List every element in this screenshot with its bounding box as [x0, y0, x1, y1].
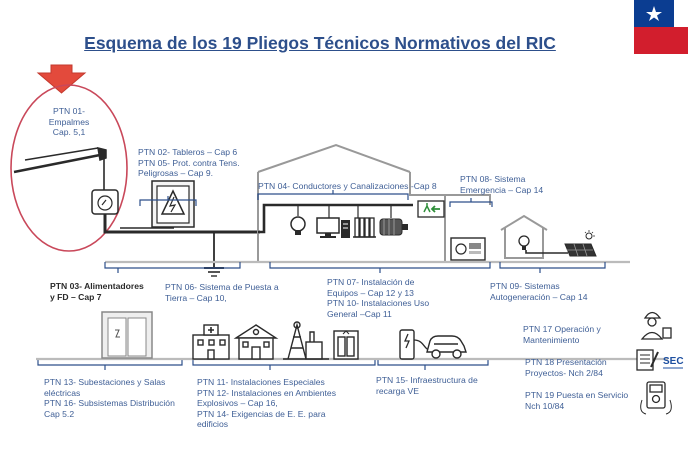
mine-icon — [283, 321, 329, 360]
technician-icon — [640, 311, 672, 340]
ptn04-line: PTN 04- Conductores y Canalizaciones -Ca… — [258, 181, 437, 191]
ptn16-line: Cap 5.2 — [44, 408, 75, 419]
ptn02-line: PTN 02- Tableros – Cap 6 — [138, 147, 238, 157]
ptn14-line: edificios — [197, 419, 229, 429]
lamp-icon — [290, 216, 306, 235]
server-icon — [341, 220, 350, 238]
diagram-title: Esquema de los 19 Pliegos Técnicos Norma… — [84, 33, 556, 53]
ptn08-line: Emergencia – Cap 14 — [460, 184, 544, 195]
ptn11-line: PTN 11- Instalaciones Especiales — [197, 377, 325, 387]
elevator-icon — [333, 330, 359, 360]
small-house-lamp — [518, 235, 530, 250]
ptn12-line: PTN 12- Instalaciones en Ambientes — [197, 387, 337, 398]
solar-panel-icon — [564, 230, 597, 257]
ptn18-line: Proyectos- Nch 2/84 — [525, 367, 603, 378]
ptn13-line: eléctricas — [44, 387, 81, 398]
ptn15-line: recarga VE — [376, 385, 419, 396]
charging-station-icon — [399, 329, 431, 360]
ptn09-label: PTN 09- Sistemas Autogeneración – Cap 14 — [490, 281, 587, 302]
ptn12-line: Explosivos – Cap 16, — [197, 398, 278, 408]
solar-cable — [525, 250, 568, 254]
ptn04-label: PTN 04- Conductores y Canalizaciones -Ca… — [258, 181, 437, 192]
ptn14-line: PTN 14- Exigencias de E. E. para — [197, 408, 326, 419]
hospital-icon — [192, 324, 230, 360]
inner-cable — [258, 203, 413, 234]
exit-sign-icon — [417, 200, 445, 218]
ptn10-line: PTN 10- Instalaciones Uso — [327, 298, 430, 308]
sec-logo: SEC — [663, 356, 684, 369]
ptn11-label: PTN 11- Instalaciones Especiales PTN 12-… — [197, 377, 336, 430]
ptn17-label: PTN 17 Operación y Mantenimiento — [523, 324, 601, 345]
ptn19-line: Nch 10/84 — [525, 400, 565, 411]
ptn19-line: PTN 19 Puesta en Servicio — [525, 390, 629, 400]
ptn03-line: PTN 03- Alimentadores — [50, 281, 144, 291]
ptn15-line: PTN 15- Infraestructura de — [376, 375, 478, 385]
ptn01-label: PTN 01- Empalmes Cap. 5,1 — [41, 106, 97, 138]
ptn18-label: PTN 18 Presentación Proyectos- Nch 2/84 — [525, 357, 607, 378]
ptn06-line: PTN 06- Sistema de Puesta a — [165, 282, 279, 292]
ptn05-line: PTN 05- Prot. contra Tens. — [138, 157, 240, 168]
ptn02-label: PTN 02- Tableros – Cap 6 PTN 05- Prot. c… — [138, 147, 240, 179]
main-cable — [103, 214, 260, 234]
ptn01-line: Empalmes — [48, 116, 90, 127]
heater-icon — [353, 217, 376, 238]
ptn08-label: PTN 08- Sistema Emergencia – Cap 14 — [460, 174, 543, 195]
ptn16-line: PTN 16- Subsistemas Distribución — [44, 398, 175, 408]
ptn07-line: Equipos – Cap 12 y 13 — [327, 287, 414, 298]
ptn03-label: PTN 03- Alimentadores y FD – Cap 7 — [50, 281, 144, 302]
ptn17-line: PTN 17 Operación y — [523, 324, 601, 334]
document-icon — [636, 349, 659, 371]
ptn07-label: PTN 07- Instalación de Equipos – Cap 12 … — [327, 277, 429, 319]
svg-text:SEC: SEC — [663, 356, 684, 367]
car-icon — [426, 335, 467, 359]
ptn18-line: PTN 18 Presentación — [525, 357, 607, 367]
school-icon — [233, 324, 279, 360]
flag-icon — [634, 0, 688, 54]
ptn17-line: Mantenimiento — [523, 334, 580, 345]
multimeter-icon — [640, 381, 672, 415]
motor-icon — [379, 218, 408, 236]
down-arrow-icon — [36, 64, 87, 94]
empalme-highlight-circle — [10, 84, 128, 252]
switchboard-icon — [151, 180, 195, 228]
ptn15-label: PTN 15- Infraestructura de recarga VE — [376, 375, 478, 396]
ptn06-label: PTN 06- Sistema de Puesta a Tierra – Cap… — [165, 282, 279, 303]
ptn10-line: General –Cap 11 — [327, 308, 392, 319]
ptn01-line: PTN 01- — [53, 106, 85, 116]
ptn07-line: PTN 07- Instalación de — [327, 277, 415, 287]
ground-icon — [204, 232, 224, 277]
small-house-icon — [500, 214, 548, 259]
ptn05-line: Peligrosas – Cap 9. — [138, 168, 213, 178]
ptn09-line: PTN 09- Sistemas — [490, 281, 560, 291]
substation-cabinet-icon — [101, 311, 153, 359]
ptn08-line: PTN 08- Sistema — [460, 174, 526, 184]
ptn06-line: Tierra – Cap 10, — [165, 292, 227, 303]
meter-icon — [91, 189, 119, 215]
ptn01-line: Cap. 5,1 — [52, 127, 86, 137]
generator-icon — [450, 237, 486, 261]
ptn19-label: PTN 19 Puesta en Servicio Nch 10/84 — [525, 390, 628, 411]
ptn13-line: PTN 13- Subestaciones y Salas — [44, 377, 166, 387]
computer-icon — [316, 217, 340, 238]
ptn09-line: Autogeneración – Cap 14 — [490, 291, 588, 302]
ptn03-line: y FD – Cap 7 — [50, 291, 102, 302]
power-pole-icon — [13, 146, 107, 190]
ptn13-label: PTN 13- Subestaciones y Salas eléctricas… — [44, 377, 175, 419]
